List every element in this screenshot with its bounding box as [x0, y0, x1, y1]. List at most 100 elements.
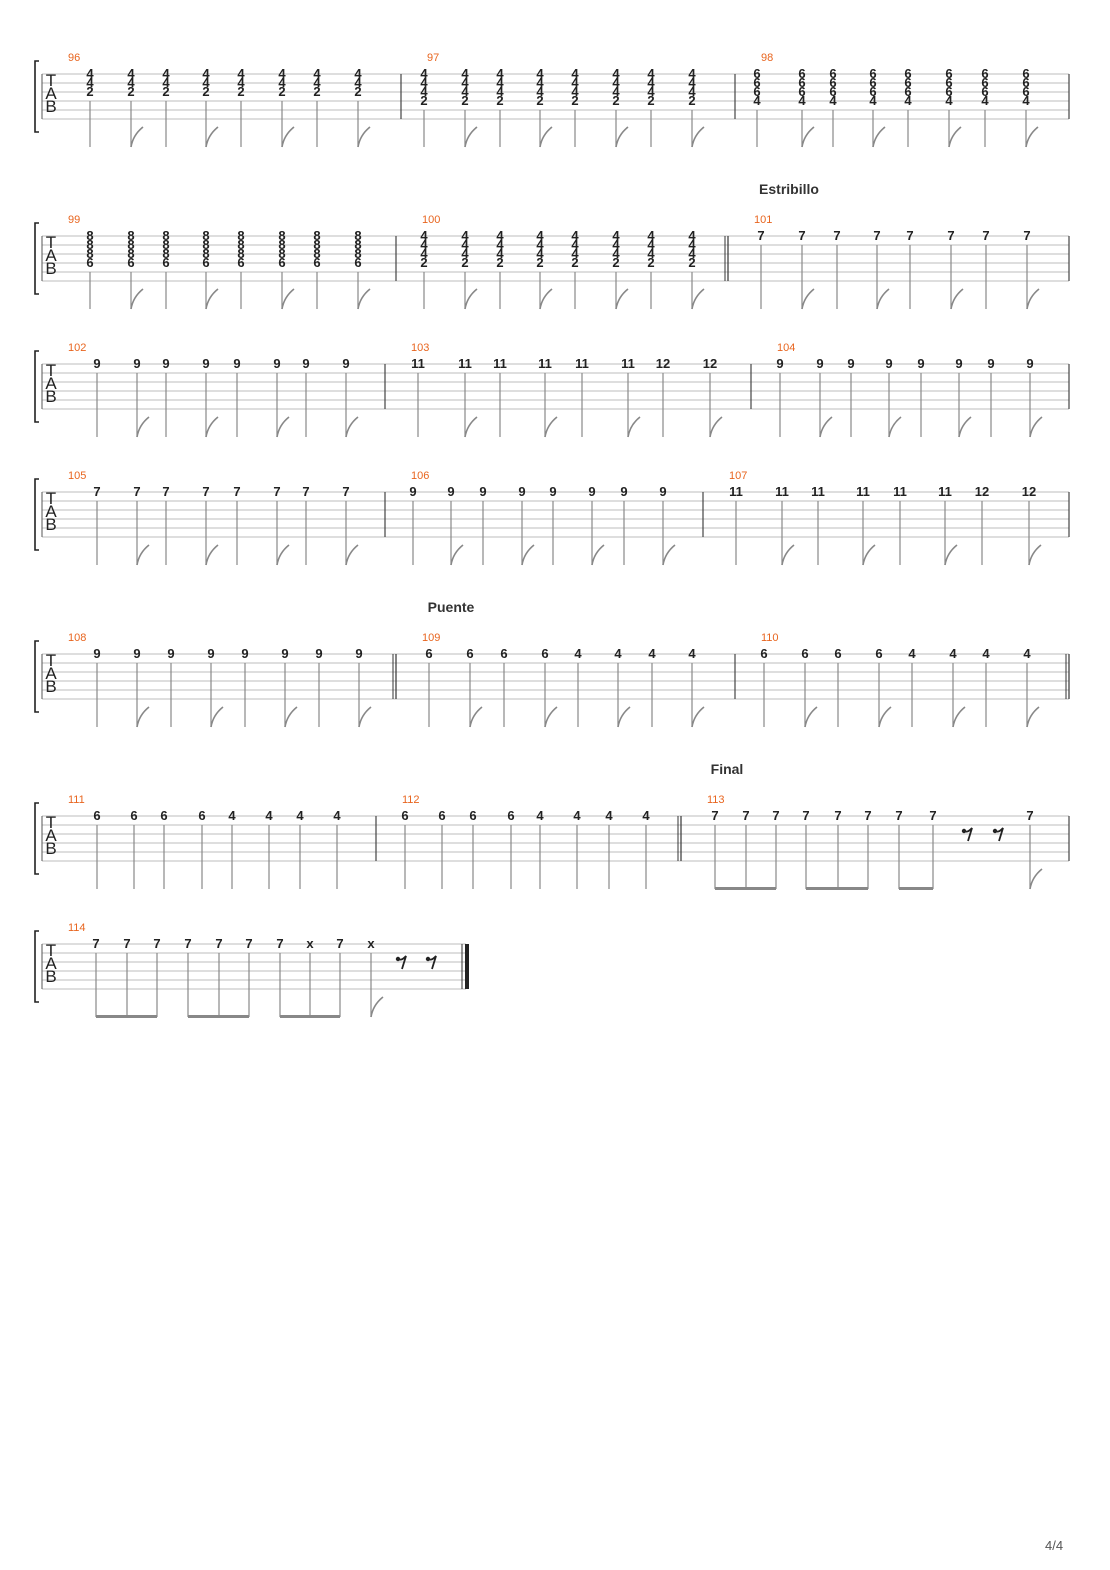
note-flag: [464, 288, 478, 310]
note-flag: [130, 288, 144, 310]
fret-number: 4: [265, 808, 273, 823]
fret-number: 9: [342, 356, 349, 371]
fret-number: 6: [541, 646, 548, 661]
fret-number: 4: [648, 646, 656, 661]
note-flag: [801, 126, 815, 148]
fret-number: x: [306, 936, 314, 951]
fret-number: 8: [313, 237, 320, 252]
fret-number: 6: [869, 75, 876, 90]
fret-number: 11: [411, 356, 425, 371]
fret-number: 9: [355, 646, 362, 661]
fret-number: 6: [1022, 84, 1029, 99]
fret-number: 4: [647, 237, 655, 252]
fret-number: 2: [202, 84, 209, 99]
fret-number: 6: [945, 84, 952, 99]
fret-number: 11: [458, 356, 472, 371]
tab-clef-letter: A: [45, 826, 57, 845]
fret-number: 9: [207, 646, 214, 661]
fret-number: 4: [688, 646, 696, 661]
tab-clef-letter: T: [46, 361, 56, 380]
fret-number: 6: [981, 84, 988, 99]
fret-number: 4: [536, 228, 544, 243]
fret-number: 6: [798, 75, 805, 90]
fret-number: 9: [620, 484, 627, 499]
staff-bracket: [34, 350, 39, 423]
fret-number: 4: [420, 75, 428, 90]
fret-number: 11: [775, 484, 789, 499]
fret-number: 6: [278, 255, 285, 270]
fret-number: 7: [742, 808, 749, 823]
fret-number: 2: [313, 84, 320, 99]
note-flag: [1026, 706, 1040, 728]
fret-number: 4: [86, 75, 94, 90]
fret-number: 11: [811, 484, 825, 499]
note-beam: [188, 1015, 249, 1018]
fret-number: 9: [93, 356, 100, 371]
fret-number: 8: [127, 246, 134, 261]
fret-number: 6: [753, 75, 760, 90]
note-flag: [130, 126, 144, 148]
measure-number: 101: [754, 214, 772, 226]
fret-number: 4: [461, 75, 469, 90]
fret-number: 4: [228, 808, 236, 823]
fret-number: 8: [162, 228, 169, 243]
note-flag: [872, 126, 886, 148]
fret-number: 4: [461, 228, 469, 243]
fret-number: 9: [133, 646, 140, 661]
fret-number: 4: [571, 237, 579, 252]
fret-number: 6: [798, 84, 805, 99]
fret-number: 6: [1022, 75, 1029, 90]
fret-number: 7: [342, 484, 349, 499]
fret-number: 4: [536, 808, 544, 823]
note-beam: [96, 1015, 157, 1018]
fret-number: 6: [753, 84, 760, 99]
fret-number: 4: [313, 75, 321, 90]
fret-number: 7: [276, 936, 283, 951]
fret-number: 6: [869, 66, 876, 81]
fret-number: 4: [573, 808, 581, 823]
fret-number: 6: [904, 75, 911, 90]
eighth-rest-dot: [425, 956, 431, 962]
fret-number: 4: [420, 84, 428, 99]
staff-bracket: [34, 930, 39, 1003]
note-beam: [899, 887, 933, 890]
fret-number: 9: [133, 356, 140, 371]
fret-number: 6: [469, 808, 476, 823]
fret-number: 11: [729, 484, 743, 499]
fret-number: 4: [162, 75, 170, 90]
fret-number: 4: [1022, 93, 1030, 108]
fret-number: 4: [612, 246, 620, 261]
fret-number: 6: [162, 255, 169, 270]
fret-number: 2: [237, 84, 244, 99]
measure-number: 97: [427, 52, 439, 64]
fret-number: 4: [278, 66, 286, 81]
fret-number: 4: [798, 93, 806, 108]
fret-number: 4: [536, 84, 544, 99]
fret-number: x: [367, 936, 375, 951]
note-flag: [136, 706, 150, 728]
note-flag: [591, 544, 605, 566]
tab-clef-letter: T: [46, 813, 56, 832]
note-flag: [709, 416, 723, 438]
fret-number: 6: [904, 66, 911, 81]
note-beam: [715, 887, 776, 890]
fret-number: 8: [162, 246, 169, 261]
note-flag: [878, 706, 892, 728]
note-flag: [544, 706, 558, 728]
fret-number: 6: [875, 646, 882, 661]
fret-number: 9: [281, 646, 288, 661]
fret-number: 8: [237, 228, 244, 243]
fret-number: 4: [1023, 646, 1031, 661]
eighth-rest-dot: [395, 956, 401, 962]
fret-number: 9: [162, 356, 169, 371]
fret-number: 6: [202, 255, 209, 270]
fret-number: 8: [237, 237, 244, 252]
note-flag: [345, 416, 359, 438]
fret-number: 7: [133, 484, 140, 499]
fret-number: 9: [885, 356, 892, 371]
fret-number: 4: [420, 66, 428, 81]
note-flag: [464, 126, 478, 148]
fret-number: 4: [688, 84, 696, 99]
fret-number: 8: [313, 228, 320, 243]
fret-number: 4: [461, 66, 469, 81]
